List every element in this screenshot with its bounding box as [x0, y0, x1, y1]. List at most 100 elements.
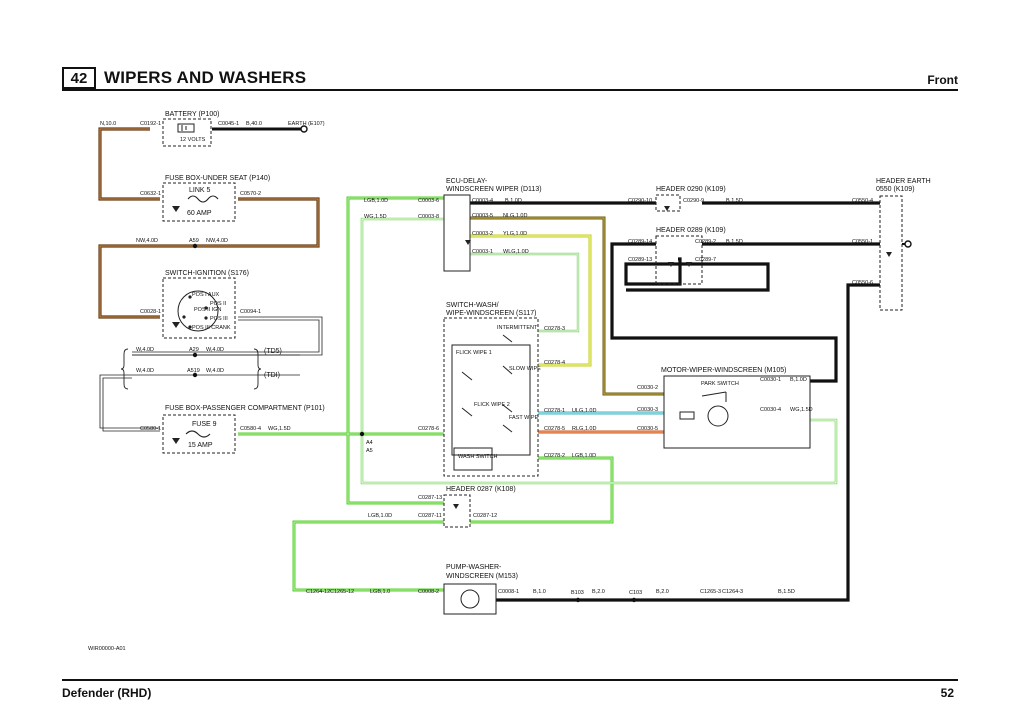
wire-b-15-c: B,1.5D	[778, 589, 795, 595]
white-wire	[99, 316, 323, 432]
conn-c0028-1: C0028-1	[140, 309, 161, 315]
conn-c0289-13: C0289-13	[628, 257, 652, 263]
earth-arrow-icon	[172, 206, 180, 212]
conn-c0003-2: C0003-2	[472, 231, 493, 237]
conn-c0287-13: C0287-13	[418, 495, 442, 501]
conn-c0030-5: C0030-5	[637, 426, 658, 432]
label-slow-wipe: SLOW WIPE	[509, 366, 541, 372]
wire-nlg-10: NLG,1.0D	[503, 213, 527, 219]
fuse-icon	[185, 430, 211, 438]
battery	[162, 118, 212, 147]
conn-c0287-11: C0287-11	[418, 513, 442, 519]
conn-c0289-2: C0289-2	[695, 239, 716, 245]
label-b103: B103	[571, 590, 584, 596]
label-fast-wipe: FAST WIPE	[509, 415, 539, 421]
white-green-wire-core	[361, 218, 837, 484]
label-switch-2: WIPE-WINDSCREEN (S117)	[446, 310, 537, 317]
label-c103: C103	[629, 590, 642, 596]
wire-lgb-10-a: LGB,1.0D	[364, 198, 388, 204]
brown-wire	[98, 127, 320, 319]
wire-rlg-10: RLG,1.0D	[572, 426, 596, 432]
brown-wire-core	[99, 128, 319, 318]
earth-arrow-icon-4	[465, 240, 471, 245]
white-green-wire	[360, 217, 838, 485]
conn-c0278-4: C0278-4	[544, 360, 565, 366]
conn-c0030-4: C0030-4	[760, 407, 781, 413]
conn-c0094-1: C0094-1	[240, 309, 261, 315]
label-fuse: FUSE 9	[192, 421, 217, 428]
yellow-wire-core	[470, 235, 591, 366]
page-title: WIPERS AND WASHERS	[104, 68, 307, 87]
conn-c0278-5: C0278-5	[544, 426, 565, 432]
label-link: LINK 5	[189, 187, 211, 194]
variant-braces	[120, 348, 262, 390]
label-a29: A29	[189, 347, 199, 353]
conn-c0550-4: C0550-4	[852, 198, 873, 204]
label-ign-pos-3: POS II IGN	[194, 307, 222, 313]
conn-c0290-9: C0290-9	[683, 198, 704, 204]
conn-c0008-1: C0008-1	[498, 589, 519, 595]
label-header-0290: HEADER 0290 (K109)	[656, 186, 726, 193]
label-tdi: (TDI)	[264, 372, 280, 379]
label-ign-pos-2: POS II	[210, 301, 227, 307]
label-wash-switch: WASH SWITCH	[458, 454, 498, 460]
label-battery: BATTERY (P100)	[165, 111, 219, 118]
label-pump-2: WINDSCREEN (M153)	[446, 573, 518, 580]
ignition-switch	[162, 277, 236, 339]
label-ign-pos-5: POS III CRANK	[192, 325, 231, 331]
wire-b-10-c: B,1.0	[533, 589, 546, 595]
label-a519: A519	[187, 368, 200, 374]
conn-c0003-5: C0003-5	[472, 213, 493, 219]
wire-b-10-b: B,1.0D	[790, 377, 807, 383]
fuse-box-passenger	[162, 414, 236, 454]
wire-n-10: N,10.0	[100, 121, 116, 127]
wire-b-10-a: B,1.0D	[505, 198, 522, 204]
header-rule	[62, 89, 958, 91]
wire-nw-40-a: NW,4.0D	[136, 238, 158, 244]
wire-w-40-a: W,4.0D	[136, 347, 154, 353]
green-wire-core	[238, 197, 613, 591]
wiper-motor	[663, 375, 811, 449]
black-wire	[470, 201, 880, 602]
splice-dots	[192, 243, 637, 603]
label-header-earth-1: HEADER EARTH	[876, 178, 931, 185]
wire-wg-15-b: WG,1.5D	[364, 214, 387, 220]
ecu-delay	[443, 194, 471, 272]
label-a4: A4	[366, 440, 373, 446]
white-lightgreen-wire	[470, 252, 580, 333]
conn-c0632-1: C0632-1	[140, 191, 161, 197]
earth-arrow-icon-2	[172, 322, 180, 328]
conn-c0580-4: C0580-4	[240, 426, 261, 432]
label-link-rating: 60 AMP	[187, 210, 212, 217]
fuse-box-under-seat	[162, 182, 236, 222]
label-park-switch: PARK SWITCH	[701, 381, 739, 387]
earth-point-2	[904, 240, 912, 248]
wire-ylg-10: YLG,1.0D	[503, 231, 527, 237]
header-earth-0550	[879, 195, 903, 311]
label-flick-1: FLICK WIPE 1	[456, 350, 492, 356]
conn-c0045-1: C0045-1	[218, 121, 239, 127]
label-a59: A59	[189, 238, 199, 244]
wire-w-40-d: W,4.0D	[206, 368, 224, 374]
conn-c0287-12: C0287-12	[473, 513, 497, 519]
fuse-link-icon	[187, 195, 219, 203]
wire-ulg-10: ULG,1.0D	[572, 408, 596, 414]
label-header-0289: HEADER 0289 (K109)	[656, 227, 726, 234]
label-a5: A5	[366, 448, 373, 454]
conn-c0289-14: C0289-14	[628, 239, 652, 245]
label-fuse-rating: 15 AMP	[188, 442, 213, 449]
conn-c1264-3: C1264-3	[722, 589, 743, 595]
wire-w-40-b: W,4.0D	[206, 347, 224, 353]
conn-c1265-12: C1265-12	[330, 589, 354, 595]
olive-wire-core	[470, 217, 664, 395]
conn-c0030-2: C0030-2	[637, 385, 658, 391]
conn-c0003-1: C0003-1	[472, 249, 493, 255]
label-battery-volts: 12 VOLTS	[180, 137, 206, 143]
header-0290	[655, 194, 681, 212]
label-fuse-box-seat: FUSE BOX-UNDER SEAT (P140)	[165, 175, 270, 182]
label-ign-pos-1: POS I AUX	[192, 292, 220, 298]
wire-lgb-10-d: LGB,1.0	[370, 589, 390, 595]
wire-lgb-10-c: LGB,1.0D	[368, 513, 392, 519]
conn-c0550-1: C0550-1	[852, 239, 873, 245]
